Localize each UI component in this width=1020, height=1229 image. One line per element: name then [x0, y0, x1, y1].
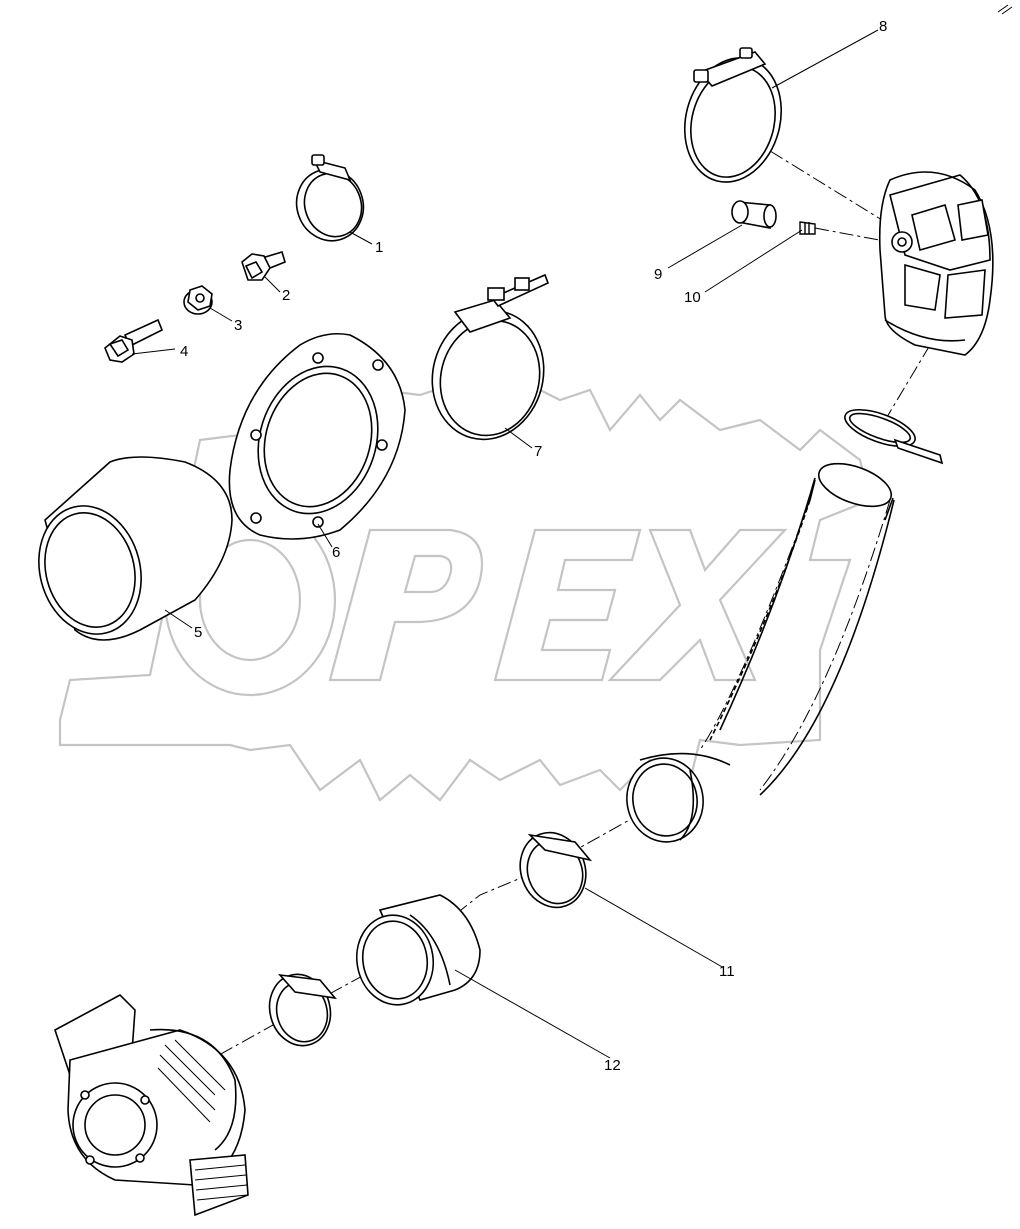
center-line-tube-left: [699, 499, 811, 751]
leader-line-10: [704, 229, 803, 293]
tube-top-clamp: [844, 408, 944, 465]
callout-10: 10: [684, 289, 701, 306]
flange-bolt-4: [104, 318, 164, 363]
leader-line-12: [454, 969, 611, 1059]
t-bolt-clamp-7: [431, 273, 550, 441]
lower-clamp: [268, 973, 337, 1047]
center-line-tube-right: [759, 499, 891, 791]
leader-line-8: [771, 29, 879, 89]
callout-12: 12: [604, 1057, 621, 1074]
turbocharger: [54, 994, 249, 1217]
flange-nut-3: [183, 285, 213, 315]
hose-clamp-1: [295, 154, 365, 242]
flange-gasket-6: [228, 332, 406, 540]
callout-2: 2: [282, 287, 290, 304]
center-line-bolt10-elbow: [814, 227, 896, 244]
callout-11: 11: [719, 963, 735, 980]
screw-10: [799, 221, 816, 235]
leader-line-3: [209, 307, 233, 322]
leader-lines: [131, 29, 879, 1059]
leader-line-7: [504, 427, 533, 449]
callout-9: 9: [654, 266, 662, 283]
adapter-sleeve-12: [355, 894, 481, 1006]
leader-line-9: [667, 224, 743, 269]
center-lines: [209, 124, 931, 1061]
leader-line-11: [584, 887, 725, 969]
callout-1: 1: [375, 239, 383, 256]
leader-line-6: [317, 523, 333, 548]
elbow-housing: [878, 171, 994, 356]
leader-line-2: [264, 276, 281, 293]
callout-labels: 1 2 3 4 5 6 7 8 9 10 11 12: [180, 18, 887, 1074]
hex-bolt-2: [241, 251, 286, 281]
callout-6: 6: [332, 544, 340, 561]
clamp-11: [519, 831, 593, 909]
callout-8: 8: [879, 18, 887, 35]
callout-5: 5: [194, 624, 202, 641]
large-clamp-8: [683, 47, 783, 183]
callout-4: 4: [180, 343, 188, 360]
leader-line-1: [349, 231, 373, 245]
callout-7: 7: [534, 443, 542, 460]
leader-line-5: [164, 609, 193, 629]
cylinder-sleeve-5: [38, 456, 233, 641]
bent-tube: [626, 462, 895, 843]
plug-sleeve-9: [731, 200, 777, 229]
callout-3: 3: [234, 317, 242, 334]
leader-line-4: [131, 348, 176, 355]
corner-mark: [997, 4, 1013, 15]
